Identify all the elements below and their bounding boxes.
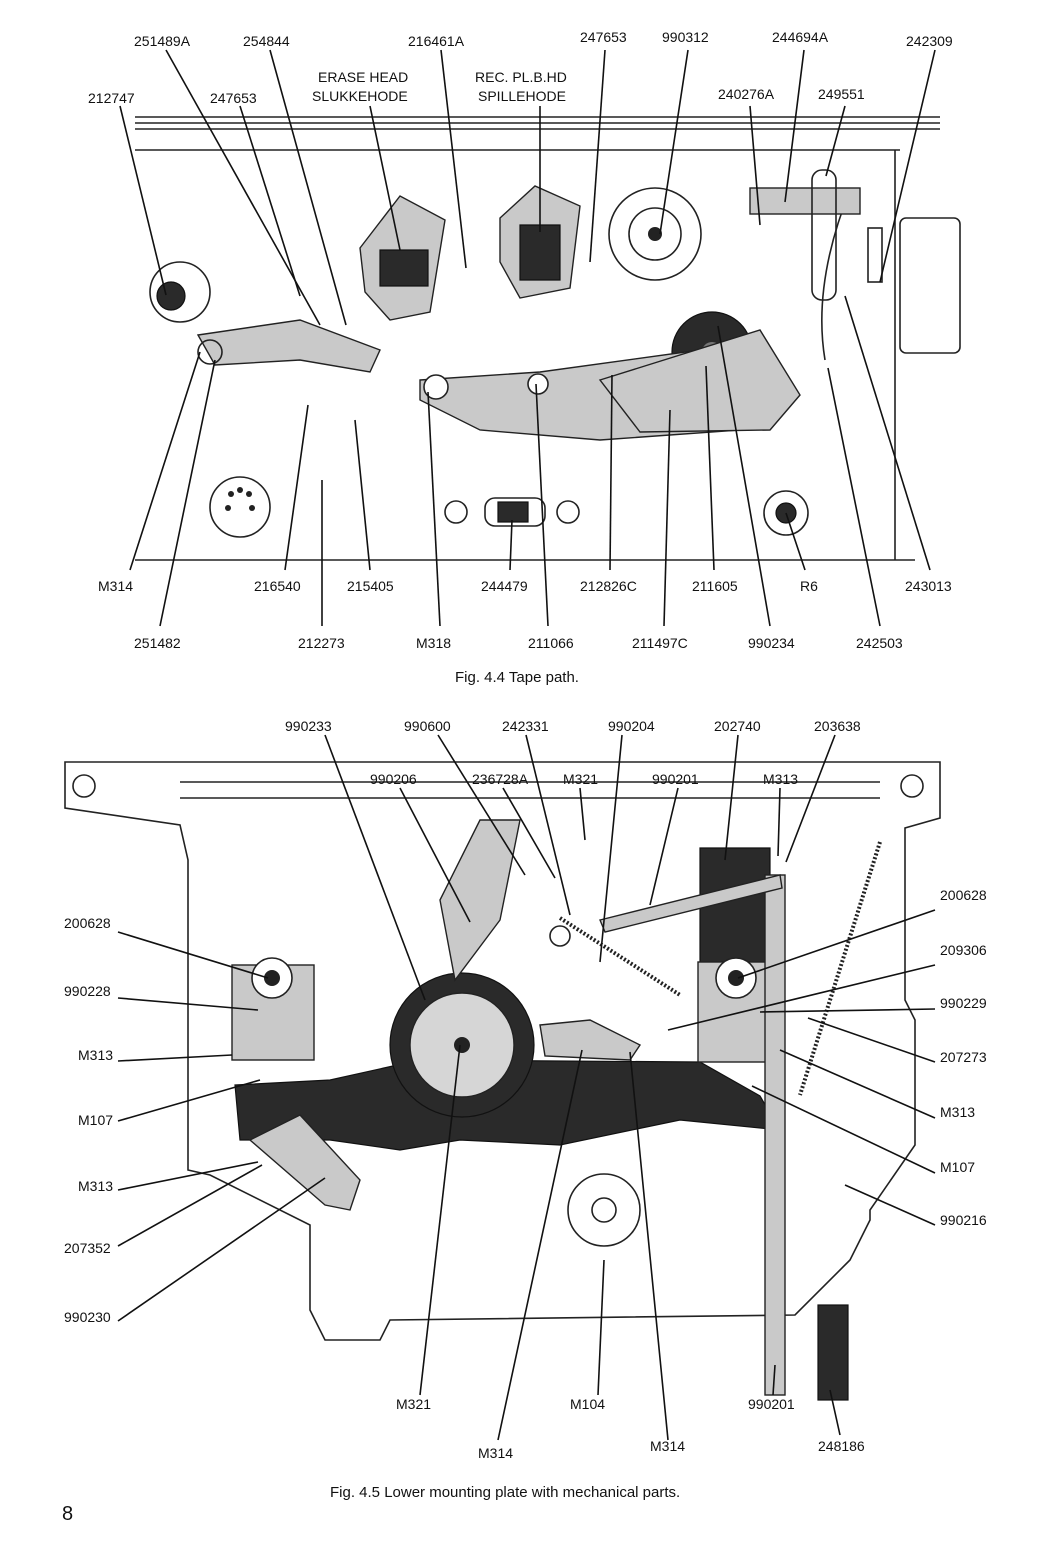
- flywheel: [389, 972, 535, 1118]
- label-207352: 207352: [64, 1240, 111, 1256]
- label-990216: 990216: [940, 1212, 987, 1228]
- page-number: 8: [62, 1503, 74, 1525]
- label-244479: 244479: [481, 578, 528, 594]
- capstan-assembly: [608, 187, 702, 281]
- left-reel-bracket: [231, 957, 315, 1061]
- label-243013: 243013: [905, 578, 952, 594]
- label-990600: 990600: [404, 718, 451, 734]
- label-m104: M104: [570, 1396, 605, 1412]
- leader-lines: [119, 49, 936, 627]
- vertical-slider: [764, 874, 849, 1401]
- tape-path-illustration: 251489A 254844 216461A 247653 990312 244…: [88, 29, 961, 686]
- label-242309: 242309: [906, 33, 953, 49]
- label-211497c: 211497C: [632, 635, 688, 651]
- label-m321-top: M321: [563, 771, 598, 787]
- label-m321-bottom: M321: [396, 1396, 431, 1412]
- figure-caption-4-4: Fig. 4.4 Tape path.: [455, 669, 579, 686]
- label-990229: 990229: [940, 995, 987, 1011]
- label-spillehode: SPILLEHODE: [478, 88, 566, 104]
- switch-slider: [444, 497, 580, 527]
- label-990312: 990312: [662, 29, 709, 45]
- label-m314-bottom-b: M314: [650, 1438, 685, 1454]
- label-248186: 248186: [818, 1438, 865, 1454]
- figure-tape-path: 251489A 254844 216461A 247653 990312 244…: [0, 0, 1054, 700]
- label-m318: M318: [416, 635, 451, 651]
- label-236728a: 236728A: [472, 771, 529, 787]
- left-lower-lever: [248, 1114, 361, 1211]
- figure-caption-4-5: Fig. 4.5 Lower mounting plate with mecha…: [330, 1484, 680, 1500]
- erase-head: [359, 195, 446, 321]
- label-242503: 242503: [856, 635, 903, 651]
- label-m314-bottom-a: M314: [478, 1445, 513, 1461]
- right-guide: [749, 169, 861, 301]
- label-254844: 254844: [243, 33, 290, 49]
- label-rec-head: REC. PL.B.HD: [475, 69, 567, 85]
- label-211605: 211605: [692, 578, 738, 594]
- label-203638: 203638: [814, 718, 861, 734]
- label-m314: M314: [98, 578, 133, 594]
- label-247653-top: 247653: [580, 29, 627, 45]
- label-207273: 207273: [940, 1049, 987, 1065]
- figure-lower-mounting-plate: 990233 990600 242331 990204 202740 20363…: [0, 700, 1054, 1500]
- label-990234: 990234: [748, 635, 795, 651]
- label-m313-top: M313: [763, 771, 798, 787]
- label-202740: 202740: [714, 718, 761, 734]
- label-990230: 990230: [64, 1309, 111, 1325]
- label-m313-left-a: M313: [78, 1047, 113, 1063]
- label-m107-right: M107: [940, 1159, 975, 1175]
- label-212747: 212747: [88, 90, 135, 106]
- springs: [558, 841, 882, 1096]
- label-247653-left: 247653: [210, 90, 257, 106]
- head-lever: [419, 329, 801, 441]
- label-m313-right: M313: [940, 1104, 975, 1120]
- supply-spindle: [149, 261, 211, 323]
- label-242331: 242331: [502, 718, 549, 734]
- plate-frame: [64, 761, 941, 1341]
- label-244694a: 244694A: [772, 29, 829, 45]
- label-990206: 990206: [370, 771, 417, 787]
- label-200628-right: 200628: [940, 887, 987, 903]
- label-990204: 990204: [608, 718, 655, 734]
- leader-lines: [117, 734, 936, 1441]
- record-playback-head: [499, 185, 581, 299]
- label-215405: 215405: [347, 578, 394, 594]
- label-209306: 209306: [940, 942, 987, 958]
- din-socket: [209, 476, 271, 538]
- label-251489a: 251489A: [134, 33, 191, 49]
- label-990201-top: 990201: [652, 771, 699, 787]
- label-212273: 212273: [298, 635, 345, 651]
- label-990228: 990228: [64, 983, 111, 999]
- motor-hub: [567, 1173, 641, 1247]
- label-216461a: 216461A: [408, 33, 465, 49]
- center-linkage: [539, 1019, 642, 1061]
- mounting-plate-illustration: 990233 990600 242331 990204 202740 20363…: [64, 718, 987, 1500]
- label-251482: 251482: [134, 635, 181, 651]
- label-216540: 216540: [254, 578, 301, 594]
- tape-guide-arm: [196, 319, 381, 373]
- label-m107-left: M107: [78, 1112, 113, 1128]
- label-249551: 249551: [818, 86, 865, 102]
- label-m313-left-b: M313: [78, 1178, 113, 1194]
- label-211066: 211066: [528, 635, 574, 651]
- label-240276a: 240276A: [718, 86, 775, 102]
- label-990201-bottom: 990201: [748, 1396, 795, 1412]
- label-erase-head: ERASE HEAD: [318, 69, 408, 85]
- label-200628-left: 200628: [64, 915, 111, 931]
- label-212826c: 212826C: [580, 578, 637, 594]
- label-990233: 990233: [285, 718, 332, 734]
- label-r6: R6: [800, 578, 818, 594]
- label-slukkehode: SLUKKEHODE: [312, 88, 408, 104]
- tension-spring: [821, 189, 883, 361]
